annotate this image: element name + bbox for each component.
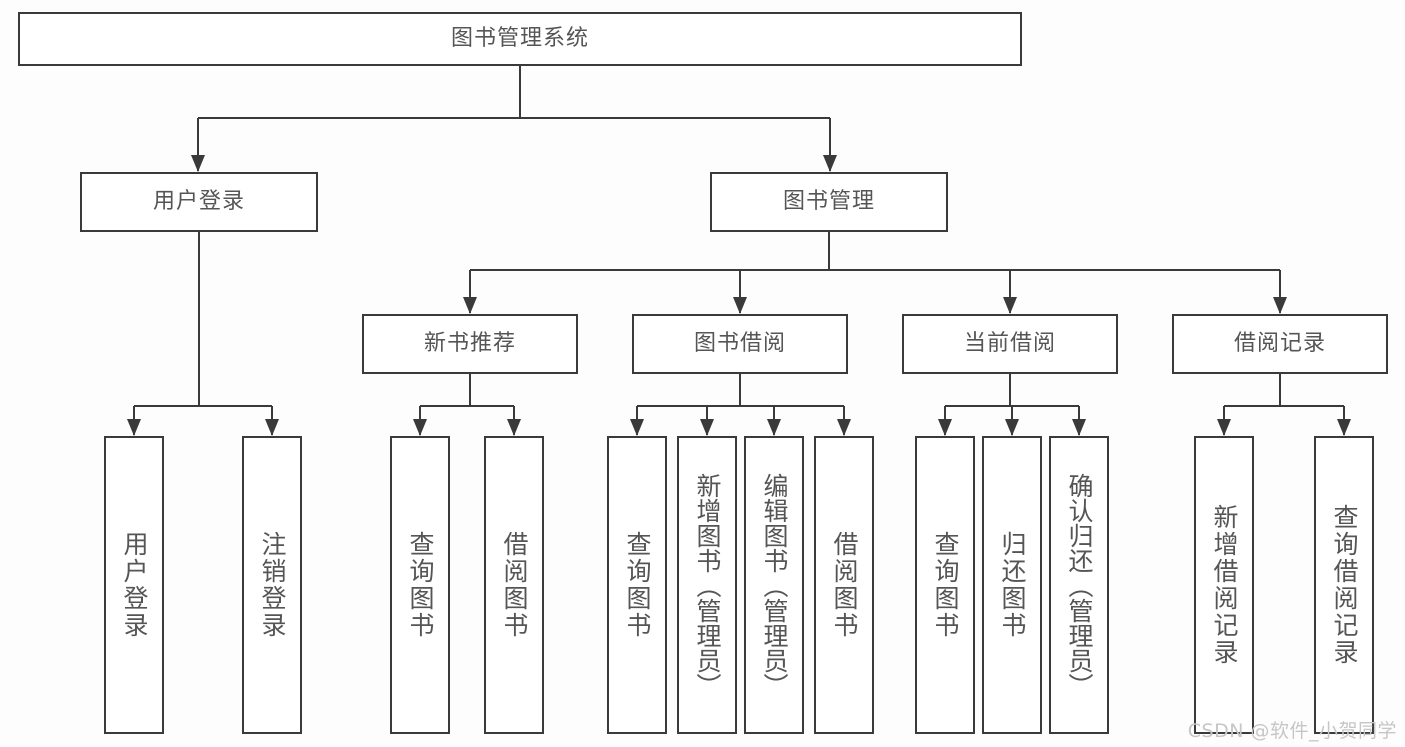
- node-label: 借阅记录: [1233, 330, 1326, 356]
- arrowhead-book-manage-to-level3-0: [463, 297, 477, 314]
- node-label: 图书借阅: [693, 330, 786, 356]
- node-label: 用户登录: [120, 531, 149, 639]
- arrowhead-book-borrow-to-leaves-0: [630, 419, 644, 436]
- arrowhead-borrow-record-to-leaves-1: [1337, 419, 1351, 436]
- arrowhead-book-manage-to-level3-1: [733, 297, 747, 314]
- node-leaf-add-book[interactable]: 新增图书（管理员）: [677, 436, 737, 734]
- watermark-text: CSDN @软件_小贺同学: [1187, 720, 1397, 742]
- arrowhead-book-borrow-to-leaves-2: [767, 419, 781, 436]
- node-label: 查询借阅记录: [1330, 504, 1359, 666]
- node-current-borrow[interactable]: 当前借阅: [902, 314, 1118, 374]
- node-label: 当前借阅: [963, 330, 1056, 356]
- node-borrow-record[interactable]: 借阅记录: [1172, 314, 1388, 374]
- node-leaf-query-book-2[interactable]: 查询图书: [607, 436, 667, 734]
- arrowhead-root-to-level2-1: [823, 155, 837, 172]
- node-label: 新增图书（管理员）: [693, 472, 722, 698]
- arrowhead-book-manage-to-level3-3: [1273, 297, 1287, 314]
- node-label: 确认归还（管理员）: [1065, 472, 1094, 698]
- node-leaf-add-record[interactable]: 新增借阅记录: [1194, 436, 1254, 734]
- node-leaf-borrow-book-1[interactable]: 借阅图书: [484, 436, 544, 734]
- node-label: 图书管理: [782, 188, 875, 214]
- node-label: 图书管理系统: [450, 25, 589, 51]
- node-user-login[interactable]: 用户登录: [80, 172, 318, 232]
- arrowhead-book-manage-to-level3-2: [1003, 297, 1017, 314]
- node-leaf-edit-book[interactable]: 编辑图书（管理员）: [744, 436, 804, 734]
- arrowhead-new-book-rec-to-leaves-1: [507, 419, 521, 436]
- node-leaf-user-login[interactable]: 用户登录: [104, 436, 164, 734]
- node-label: 查询图书: [623, 531, 652, 639]
- node-leaf-logout[interactable]: 注销登录: [242, 436, 302, 734]
- node-book-borrow[interactable]: 图书借阅: [632, 314, 848, 374]
- arrowhead-root-to-level2-0: [191, 155, 205, 172]
- arrowhead-current-borrow-to-leaves-2: [1072, 419, 1086, 436]
- node-new-book-rec[interactable]: 新书推荐: [362, 314, 578, 374]
- node-label: 新增借阅记录: [1210, 504, 1239, 666]
- node-label: 注销登录: [258, 531, 287, 639]
- arrowhead-user-login-to-leaves-1: [265, 419, 279, 436]
- node-book-manage[interactable]: 图书管理: [710, 172, 948, 232]
- node-label: 编辑图书（管理员）: [760, 472, 789, 698]
- node-root[interactable]: 图书管理系统: [18, 12, 1022, 66]
- node-leaf-confirm-return[interactable]: 确认归还（管理员）: [1049, 436, 1109, 734]
- node-label: 归还图书: [998, 531, 1027, 639]
- arrowhead-current-borrow-to-leaves-0: [938, 419, 952, 436]
- arrowhead-current-borrow-to-leaves-1: [1005, 419, 1019, 436]
- node-leaf-borrow-book-2[interactable]: 借阅图书: [814, 436, 874, 734]
- node-label: 用户登录: [152, 188, 245, 214]
- arrowhead-book-borrow-to-leaves-3: [837, 419, 851, 436]
- arrowhead-user-login-to-leaves-0: [127, 419, 141, 436]
- node-label: 新书推荐: [423, 330, 516, 356]
- node-leaf-query-record[interactable]: 查询借阅记录: [1314, 436, 1374, 734]
- node-label: 查询图书: [406, 531, 435, 639]
- arrowhead-borrow-record-to-leaves-0: [1217, 419, 1231, 436]
- node-label: 借阅图书: [830, 531, 859, 639]
- node-label: 查询图书: [931, 531, 960, 639]
- node-leaf-query-book-3[interactable]: 查询图书: [915, 436, 975, 734]
- node-leaf-query-book-1[interactable]: 查询图书: [390, 436, 450, 734]
- arrowhead-new-book-rec-to-leaves-0: [413, 419, 427, 436]
- node-leaf-return-book[interactable]: 归还图书: [982, 436, 1042, 734]
- arrowhead-book-borrow-to-leaves-1: [700, 419, 714, 436]
- node-label: 借阅图书: [500, 531, 529, 639]
